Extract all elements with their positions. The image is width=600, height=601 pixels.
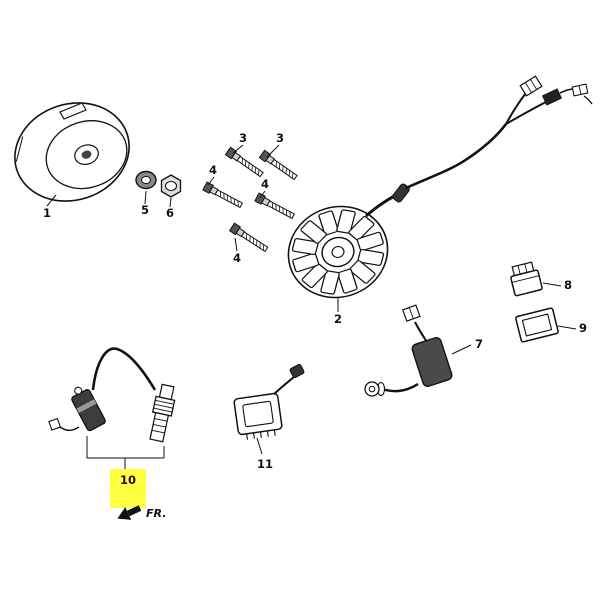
cdi-unit — [364, 304, 453, 397]
callout-4b[interactable]: 4 — [261, 177, 269, 191]
spark-plug-wire — [91, 347, 157, 391]
bolt-3a — [224, 146, 265, 179]
fr-arrow-icon — [117, 505, 142, 520]
callout-11[interactable]: 11 — [257, 457, 273, 471]
ignition-coil-assembly — [48, 347, 176, 469]
callout-5[interactable]: 5 — [141, 203, 149, 217]
connector-box — [515, 307, 559, 343]
harness-grommet — [392, 183, 410, 203]
coil-body — [71, 386, 106, 432]
callout-4a[interactable]: 4 — [209, 163, 217, 177]
callout-4c[interactable]: 4 — [233, 251, 241, 265]
flywheel-rotor — [14, 102, 130, 202]
flywheel-slot — [59, 102, 87, 120]
stator-assembly — [287, 205, 389, 299]
nut — [160, 174, 182, 198]
washer — [135, 170, 157, 190]
cdi-body — [411, 337, 453, 387]
regulator-connector — [289, 363, 305, 379]
callout-1[interactable]: 1 — [43, 206, 51, 220]
selected-part-highlight — [110, 469, 146, 508]
callout-10[interactable]: 10 — [120, 473, 136, 487]
regulator-rectifier — [233, 363, 305, 440]
coil-terminal — [48, 417, 62, 431]
callout-6[interactable]: 6 — [166, 206, 174, 220]
harness-connector-a — [519, 75, 543, 97]
callout-3a[interactable]: 3 — [239, 131, 247, 145]
wire-harness — [365, 75, 593, 218]
harness-connector-c — [571, 83, 589, 97]
cdi-connector — [401, 304, 421, 322]
fr-direction-marker: FR. — [117, 505, 166, 520]
callout-7[interactable]: 7 — [475, 337, 483, 351]
callout-9[interactable]: 9 — [579, 321, 587, 335]
relay — [510, 261, 543, 297]
callout-8[interactable]: 8 — [564, 278, 572, 292]
plug-cap — [149, 383, 176, 443]
callout-2[interactable]: 2 — [334, 312, 342, 326]
callout-3b[interactable]: 3 — [276, 131, 284, 145]
callout-bracket — [86, 436, 165, 469]
fr-label: FR. — [146, 507, 166, 520]
leader-lines — [46, 144, 577, 455]
bolt-4a — [202, 181, 244, 210]
harness-connector-b — [541, 88, 563, 106]
callouts: 1 2 3 3 4 4 4 5 6 7 8 9 10 11 — [43, 131, 587, 487]
